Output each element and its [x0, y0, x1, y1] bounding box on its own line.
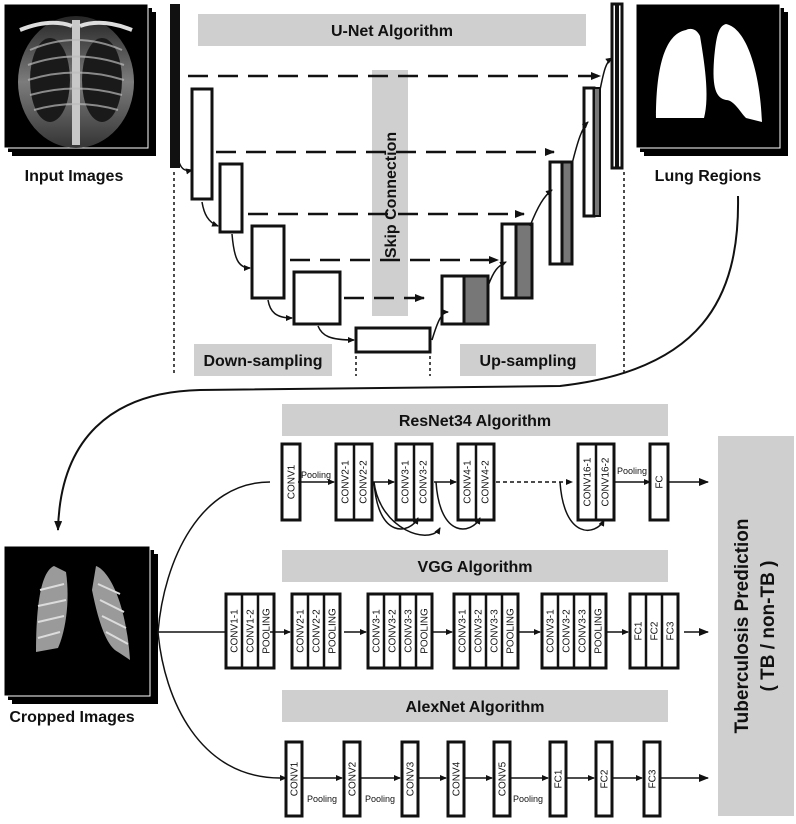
- alexnet-title-banner: [282, 690, 668, 722]
- vgg-block: VGG Algorithm CONV1-1 CONV1-2 POOLING CONV2…: [224, 550, 709, 670]
- down-sampling-banner: [194, 344, 332, 376]
- prediction-title: Tuberculosis Prediction: [732, 518, 753, 733]
- decoder-block-2: [548, 160, 564, 266]
- decoder-block-1: [582, 86, 596, 218]
- vgg-layer-pooling-18: POOLING: [594, 608, 605, 654]
- alexnet-layer-conv3-3: CONV3: [406, 761, 417, 796]
- input-images-label: Input Images: [25, 168, 124, 185]
- bottleneck-block: [354, 326, 432, 354]
- alexnet-layer-conv4-4: CONV4: [452, 761, 463, 796]
- vgg-layer-conv3-3-17: CONV3-3: [578, 609, 589, 653]
- vgg-layer-conv3-2-8: CONV3-2: [388, 609, 399, 653]
- lung-regions: [635, 3, 788, 156]
- up-sampling-banner: [460, 344, 596, 376]
- resnet-layer-conv2-1-2: CONV2-1: [341, 460, 352, 504]
- vgg-group-1: [224, 592, 276, 670]
- resnet-layer-conv4-2-7: CONV4-2: [481, 460, 492, 504]
- alexnet-layer-conv1-1: CONV1: [290, 761, 301, 796]
- vgg-layer-pooling-3: POOLING: [262, 608, 273, 654]
- vgg-layer-fc2-20: FC2: [650, 621, 661, 640]
- resnet-layer-conv16-1-8: CONV16-1: [583, 457, 594, 506]
- flow-to-cropped-arrow: [54, 195, 740, 531]
- vgg-layer-conv3-2-12: CONV3-2: [474, 609, 485, 653]
- vgg-layer-conv3-3-13: CONV3-3: [490, 609, 501, 653]
- up-sampling-label: Up-sampling: [480, 353, 577, 370]
- resnet-title: ResNet34 Algorithm: [399, 413, 551, 430]
- resnet-layer-conv3-1-4: CONV3-1: [401, 460, 412, 504]
- skip-arrows: [188, 72, 601, 302]
- alexnet-layer-conv5-5: CONV5: [498, 761, 509, 796]
- alexnet-group-5: [492, 740, 512, 818]
- lung-regions-label: Lung Regions: [655, 168, 762, 185]
- alexnet-layer-conv2-2: CONV2: [348, 761, 359, 796]
- vgg-layer-conv1-1-1: CONV1-1: [230, 609, 241, 653]
- down-sampling-label: Down-sampling: [203, 353, 322, 370]
- vgg-layer-conv3-2-16: CONV3-2: [562, 609, 573, 653]
- encoder-input-layer: [170, 4, 180, 168]
- encoder-block-1: [190, 87, 214, 201]
- input-images: [3, 3, 156, 156]
- alexnet-group-2: [342, 740, 362, 818]
- unet-block: U-Net Algorithm Skip Connection: [170, 2, 625, 376]
- resnet-layer-conv2-2-3: CONV2-2: [359, 460, 370, 504]
- vgg-layer-conv3-1-11: CONV3-1: [458, 609, 469, 653]
- encoder-block-2: [218, 162, 244, 234]
- encoder-block-3: [250, 224, 286, 300]
- skip-connection-banner: [372, 70, 408, 316]
- vgg-title-banner: [282, 550, 668, 582]
- prediction-subtitle: ( TB / non-TB ): [758, 561, 779, 692]
- cropped-images-label: Cropped Images: [9, 709, 134, 726]
- alexnet-pooling-label-3: Pooling: [513, 794, 543, 804]
- alexnet-group-6: [548, 740, 568, 818]
- vgg-layer-pooling-10: POOLING: [420, 608, 431, 654]
- resnet-block: ResNet34 Algorithm CONV1 CONV2-1 CONV2-2 CO…: [280, 404, 709, 536]
- vgg-title: VGG Algorithm: [418, 559, 533, 576]
- resnet-layer-conv1-1: CONV1: [287, 464, 298, 499]
- vgg-layer-conv1-2-2: CONV1-2: [246, 609, 257, 653]
- cropped-lung-image: [36, 566, 130, 660]
- vgg-group-2: [290, 592, 342, 670]
- decoder-block-4: [440, 274, 466, 326]
- resnet-pooling-label-1: Pooling: [301, 470, 331, 480]
- prediction-banner: [718, 436, 794, 816]
- alexnet-group-3: [400, 740, 420, 818]
- vgg-layer-pooling-6: POOLING: [328, 608, 339, 654]
- resnet-layer-conv16-2-9: CONV16-2: [601, 457, 612, 506]
- unet-title-banner: [198, 14, 586, 46]
- alexnet-group-4: [446, 740, 466, 818]
- resnet-layer-fc-10: FC: [655, 475, 666, 488]
- alexnet-layer-fc3-8: FC3: [648, 769, 659, 788]
- decoder-block-3: [500, 222, 518, 300]
- vgg-layer-fc3-21: FC3: [666, 621, 677, 640]
- vgg-layer-conv2-2-5: CONV2-2: [312, 609, 323, 653]
- vgg-group-6: [628, 592, 680, 670]
- vgg-layer-conv3-1-7: CONV3-1: [372, 609, 383, 653]
- resnet-pooling-label-2: Pooling: [617, 466, 647, 476]
- branch-lines: [157, 481, 281, 779]
- alexnet-layer-fc2-7: FC2: [600, 769, 611, 788]
- resnet-layer-conv4-1-6: CONV4-1: [463, 460, 474, 504]
- resnet-title-banner: [282, 404, 668, 436]
- vgg-layer-conv3-1-15: CONV3-1: [546, 609, 557, 653]
- cropped-images: [3, 545, 158, 704]
- chest-xray-image: [18, 16, 134, 148]
- alexnet-pooling-label-1: Pooling: [307, 794, 337, 804]
- lung-mask-image: [656, 24, 762, 122]
- skip-connection-label: Skip Connection: [383, 132, 400, 258]
- encoder-block-4: [292, 270, 342, 326]
- vgg-layer-fc1-19: FC1: [634, 621, 645, 640]
- vgg-layer-conv2-1-4: CONV2-1: [296, 609, 307, 653]
- vgg-layer-pooling-14: POOLING: [506, 608, 517, 654]
- alexnet-group-8: [642, 740, 662, 818]
- alexnet-layer-fc1-6: FC1: [554, 769, 565, 788]
- alexnet-group-7: [594, 740, 614, 818]
- unet-title: U-Net Algorithm: [331, 23, 453, 40]
- vgg-layer-conv3-3-9: CONV3-3: [404, 609, 415, 653]
- alexnet-pooling-label-2: Pooling: [365, 794, 395, 804]
- alexnet-block: AlexNet Algorithm CONV1 CONV2 CONV3 CONV4 CO…: [280, 690, 709, 818]
- resnet-layer-conv3-2-5: CONV3-2: [419, 460, 430, 504]
- alexnet-title: AlexNet Algorithm: [406, 699, 545, 716]
- prediction-block: Tuberculosis Prediction ( TB / non-TB ): [718, 436, 794, 816]
